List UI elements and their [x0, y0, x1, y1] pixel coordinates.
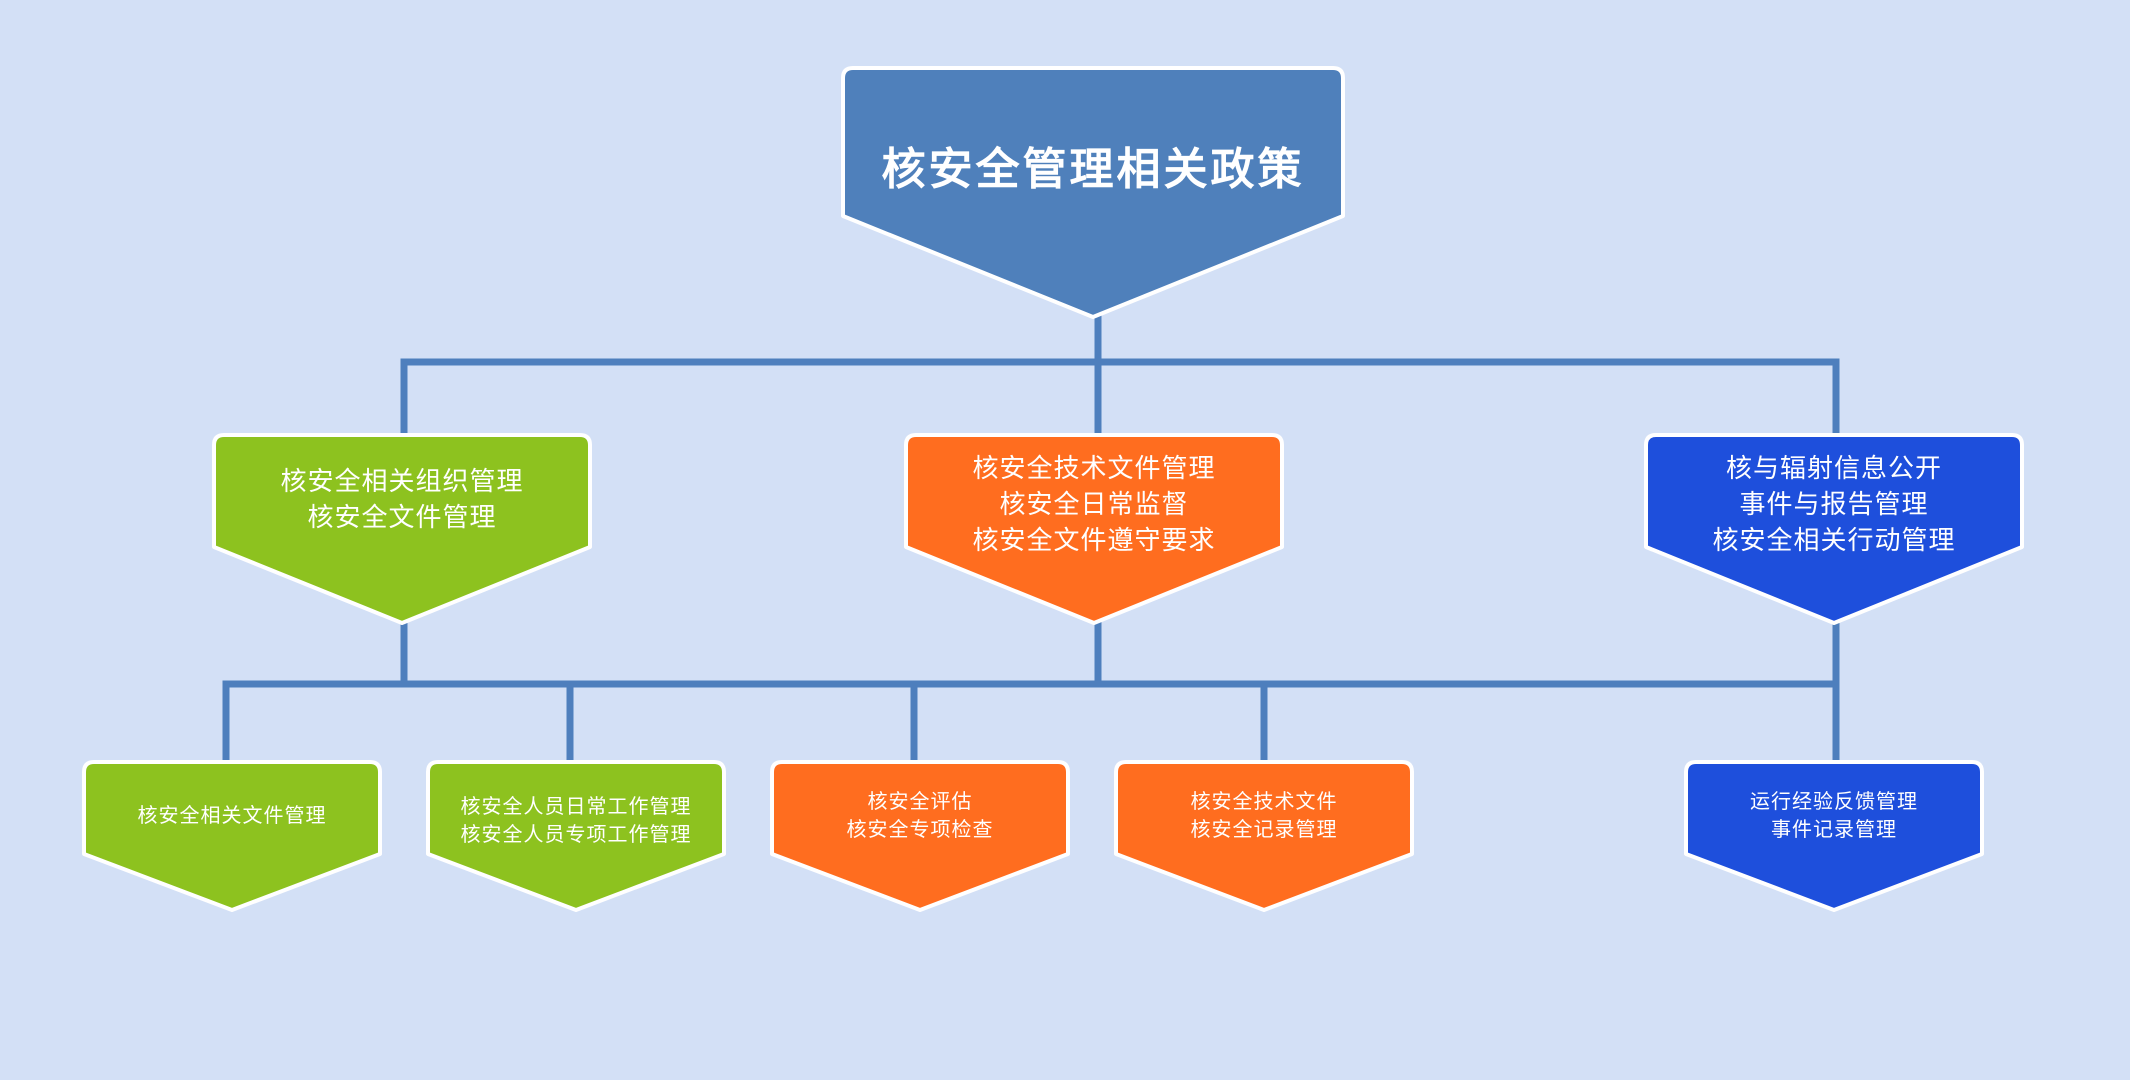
category-label-disclosure: 核与辐射信息公开 事件与报告管理 核安全相关行动管理 — [1646, 450, 2022, 560]
category-label-organization: 核安全相关组织管理 核安全文件管理 — [214, 450, 590, 550]
category-node-disclosure — [1644, 433, 2024, 625]
item-label-technical-records: 核安全技术文件 核安全记录管理 — [1116, 775, 1412, 855]
item-line: 核安全专项检查 — [846, 817, 994, 841]
item-line: 核安全技术文件 — [1190, 789, 1338, 813]
connector-lines — [222, 314, 1840, 764]
category-line: 核安全相关组织管理 — [280, 467, 524, 497]
item-label-personnel: 核安全人员日常工作管理 核安全人员专项工作管理 — [428, 775, 724, 865]
root-node-label: 核安全管理相关政策 — [843, 110, 1343, 220]
item-line: 核安全相关文件管理 — [137, 803, 327, 827]
item-line: 运行经验反馈管理 — [1750, 789, 1918, 813]
node-shapes — [82, 66, 2024, 912]
item-node-personnel — [426, 760, 726, 912]
category-label-supervision: 核安全技术文件管理 核安全日常监督 核安全文件遵守要求 — [906, 450, 1282, 560]
category-node-supervision — [904, 433, 1284, 625]
item-label-related-documents: 核安全相关文件管理 — [84, 775, 380, 855]
item-label-operating-experience: 运行经验反馈管理 事件记录管理 — [1686, 775, 1982, 855]
root-node-shape — [841, 66, 1345, 319]
item-node-technical-records — [1114, 760, 1414, 912]
category-line: 核安全相关行动管理 — [1712, 526, 1956, 556]
item-node-related-documents — [82, 760, 382, 912]
item-line: 核安全记录管理 — [1190, 817, 1338, 841]
category-line: 核安全文件管理 — [307, 503, 497, 533]
category-line: 核安全技术文件管理 — [972, 454, 1216, 484]
category-line: 核与辐射信息公开 — [1725, 454, 1942, 484]
category-node-organization — [212, 433, 592, 625]
category-line: 核安全日常监督 — [999, 490, 1189, 520]
item-line: 核安全人员日常工作管理 — [460, 794, 692, 818]
item-node-operating-experience — [1684, 760, 1984, 912]
item-line: 核安全人员专项工作管理 — [460, 822, 692, 846]
root-title: 核安全管理相关政策 — [881, 144, 1305, 195]
item-label-assessment: 核安全评估 核安全专项检查 — [772, 775, 1068, 855]
category-line: 核安全文件遵守要求 — [972, 526, 1216, 556]
category-line: 事件与报告管理 — [1739, 490, 1929, 520]
item-node-assessment — [770, 760, 1070, 912]
item-line: 核安全评估 — [867, 789, 973, 813]
item-line: 事件记录管理 — [1771, 817, 1897, 841]
